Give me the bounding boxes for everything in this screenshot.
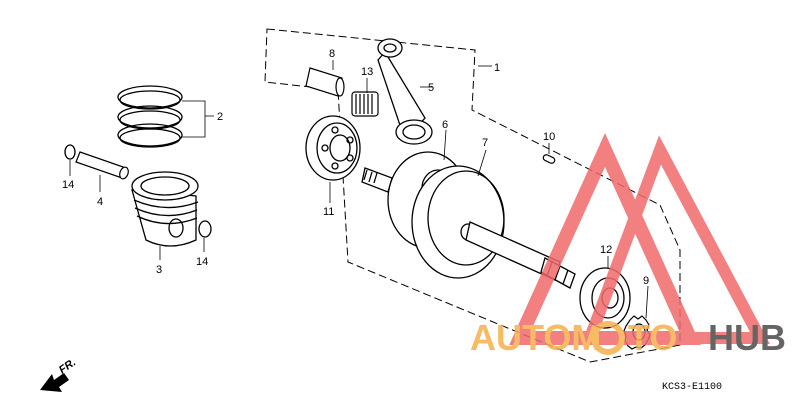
callout-14-left: 14 — [62, 179, 74, 191]
callout-4: 4 — [97, 196, 103, 208]
arrow-icon — [40, 373, 69, 392]
watermark-text-autom: AUTOM — [470, 317, 601, 358]
callout-14-right: 14 — [196, 256, 208, 268]
callout-5: 5 — [428, 82, 434, 94]
watermark-o-ring — [591, 321, 625, 355]
watermark-triangle-right — [581, 135, 770, 344]
piston-pin-clip-right — [198, 220, 212, 238]
crankshaft-right — [411, 165, 576, 289]
callout-10: 10 — [543, 131, 555, 143]
callout-9: 9 — [643, 275, 649, 287]
front-direction-arrow: FR. — [40, 356, 78, 392]
callout-12: 12 — [600, 244, 612, 256]
front-label: FR. — [57, 356, 78, 376]
needle-bearing — [351, 91, 379, 117]
callout-2: 2 — [217, 111, 223, 123]
callout-6: 6 — [442, 119, 448, 131]
leader-lines — [69, 60, 649, 319]
piston — [131, 171, 199, 247]
callout-3: 3 — [156, 264, 162, 276]
drawing-code: KCS3-E1100 — [662, 382, 722, 393]
connecting-rod — [377, 38, 433, 145]
piston-pin — [75, 151, 129, 180]
callout-1: 1 — [494, 62, 500, 74]
callout-labels: 1 2 3 4 5 6 7 8 9 10 11 12 13 14 14 — [62, 48, 649, 287]
piston-rings — [117, 85, 183, 148]
callout-7: 7 — [482, 137, 488, 149]
piston-pin-clip-left — [64, 144, 76, 160]
callout-11: 11 — [323, 206, 334, 218]
callout-13: 13 — [361, 66, 373, 78]
main-bearing-left — [305, 115, 361, 181]
crank-pin — [305, 67, 345, 97]
woodruff-key — [542, 154, 556, 164]
callout-8: 8 — [329, 48, 335, 60]
watermark-text-to: TO — [628, 317, 677, 358]
automotohub-watermark: AUTOM TO HUB — [470, 133, 786, 358]
watermark-text-hub: HUB — [708, 317, 786, 358]
